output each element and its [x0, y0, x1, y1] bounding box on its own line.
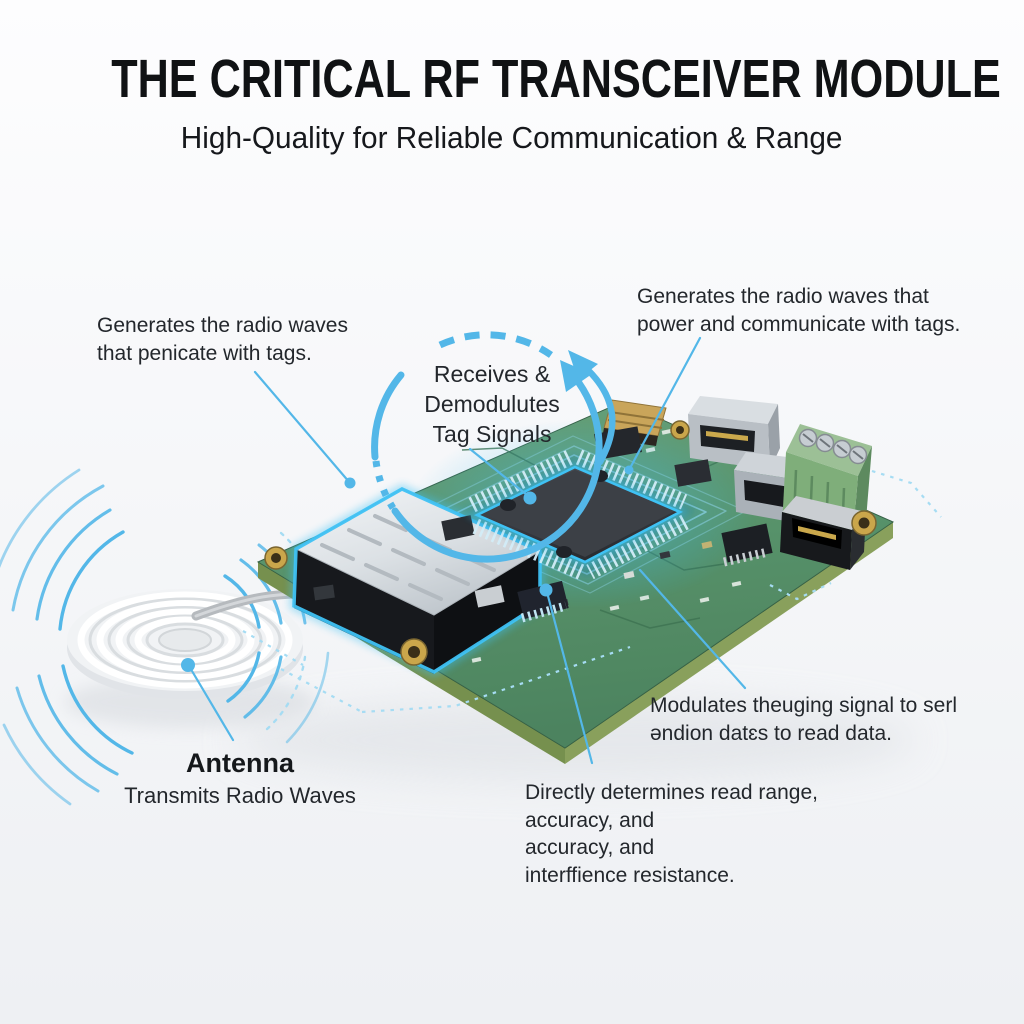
annotation-left: Generates the radio waves that penicate … — [97, 314, 348, 365]
antenna-title: Antenna — [186, 748, 294, 778]
cable-connector — [313, 584, 335, 601]
leader-shield — [253, 370, 356, 489]
annotation-center: Receives & Demodulutes Tag Signals — [424, 361, 560, 447]
usb-port-black — [780, 496, 866, 570]
leader-right — [638, 568, 747, 690]
annotation-top-right: Generates the radio waves that power and… — [637, 285, 961, 336]
annotation-bottom: Directly determines read range, accuracy… — [525, 781, 818, 888]
antenna-label: Antenna Transmits Radio Waves — [115, 748, 365, 809]
crystal-oscillator — [474, 585, 505, 608]
annotation-right: Modulates theuging signal to serl ǝndion… — [650, 694, 958, 745]
leader-top-right — [624, 336, 702, 475]
page-subtitle: High-Quality for Reliable Communication … — [181, 120, 843, 155]
leader-antenna — [181, 658, 235, 742]
page-title: THE CRITICAL RF TRANSCEIVER MODULE — [111, 49, 1001, 109]
antenna-subtitle: Transmits Radio Waves — [124, 783, 356, 808]
antenna-coil — [67, 589, 303, 699]
leader-chip-center — [468, 447, 537, 505]
header: THE CRITICAL RF TRANSCEIVER MODULE — [0, 48, 1024, 110]
modulator-chip — [517, 580, 569, 623]
signal-arrow-circle — [371, 331, 616, 563]
leader-bottom — [539, 583, 594, 765]
dashed-callout-lines — [242, 469, 942, 714]
terminal-screws — [798, 428, 868, 465]
mounting-holes — [264, 420, 877, 666]
leader-lines — [181, 336, 747, 765]
soic-chip — [721, 523, 773, 567]
